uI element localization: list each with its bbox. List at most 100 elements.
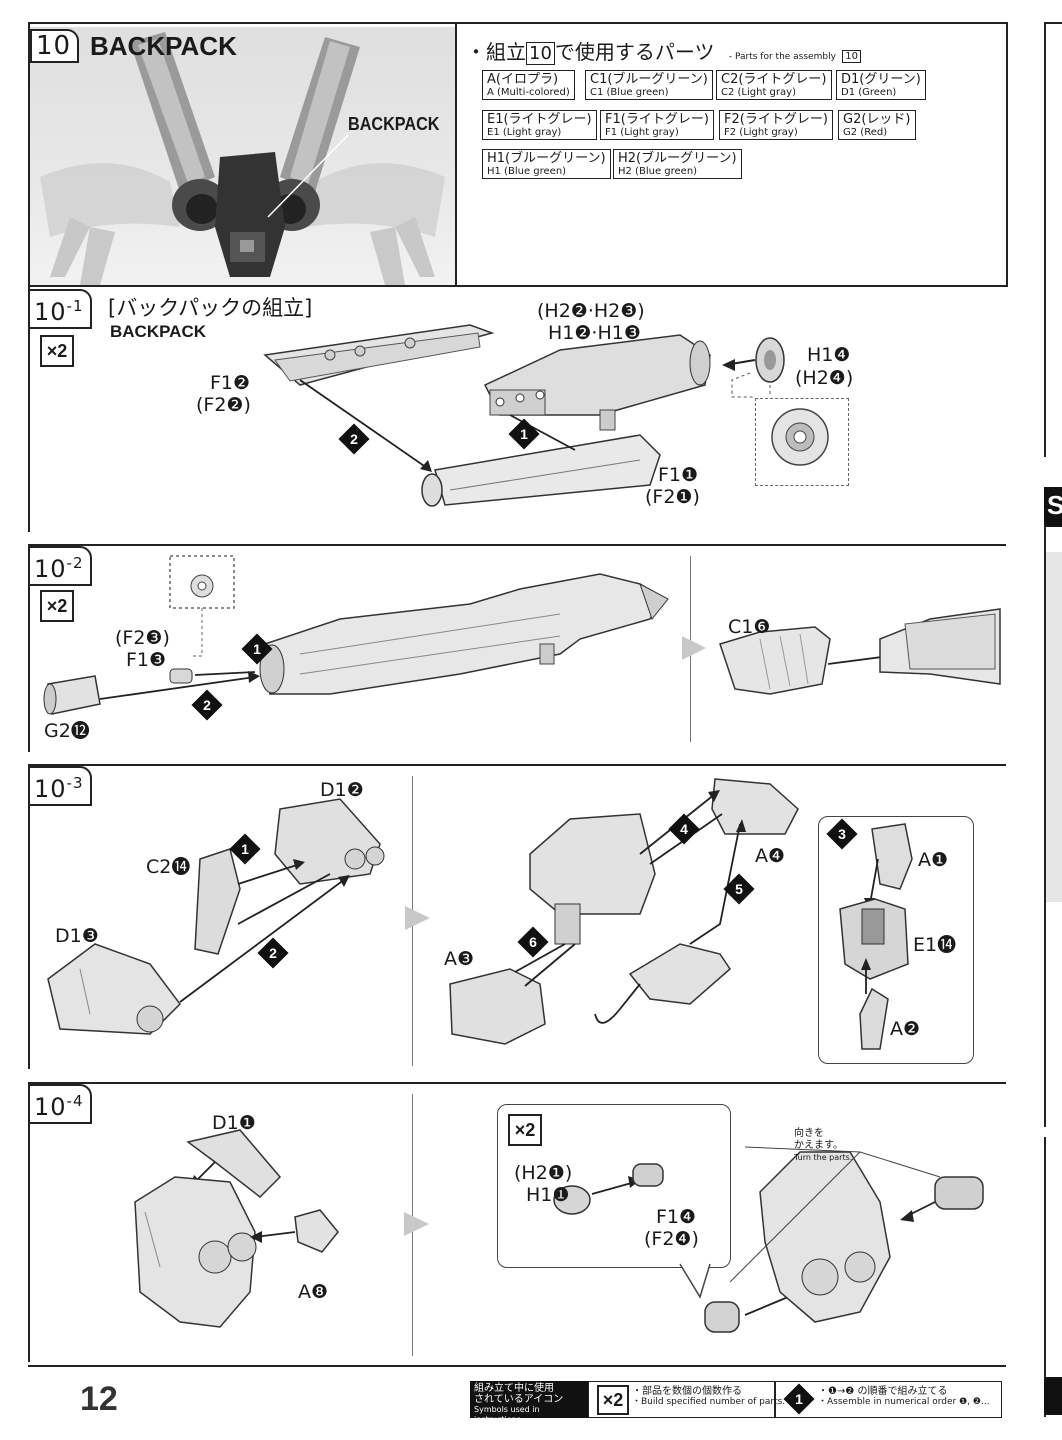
- symbol-multiplier-jp: ・部品を数個の個数作る: [632, 1386, 742, 1397]
- section-title: BACKPACK: [90, 31, 237, 61]
- label-d1-2: D1❷: [320, 779, 364, 801]
- label-a3: A❸: [444, 948, 475, 970]
- label-c1: C1❻: [728, 616, 771, 638]
- step-10-1-marker-2: 2: [338, 423, 370, 455]
- part-g2: G2(レッド)G2 (Red): [838, 110, 916, 140]
- label-f2-1: (F2❶): [645, 486, 700, 508]
- step-10-1-title-en: BACKPACK: [110, 322, 207, 341]
- parts-header-text-2: で使用するパーツ: [554, 40, 715, 64]
- label-a2: A❷: [890, 1018, 921, 1040]
- step-10-3-number: 10-3: [28, 766, 92, 806]
- step-10-4-diagram: [134, 1129, 984, 1333]
- part-f1: F1(ライトグレー)F1 (Light gray): [600, 110, 714, 140]
- step-10-3-marker-3: 3: [826, 818, 858, 850]
- parts-header-text-1: 組立: [486, 40, 526, 64]
- backpack-photo-illustration: [40, 32, 445, 285]
- label-h2-alt: (H2❷·H2❸): [537, 300, 645, 322]
- step-10-1-detail-box: [755, 398, 849, 486]
- photo-label: BACKPACK: [348, 114, 440, 134]
- symbol-order-icon: 1: [783, 1383, 815, 1415]
- symbol-order-jp: ・❶→❷ の順番で組み立てる: [818, 1386, 948, 1397]
- label-d1-1: D1❶: [212, 1112, 256, 1134]
- step-10-2-marker-1: 1: [241, 633, 273, 665]
- step-10-1-multiplier: ×2: [40, 335, 74, 367]
- step-10-1-diagram: [263, 324, 829, 507]
- symbol-order-en: ・Assemble in numerical order ❶, ❷...: [818, 1397, 990, 1407]
- step-10-3-top-border: [28, 764, 1006, 766]
- label-f1-3: F1❸: [126, 649, 167, 671]
- part-c1: C1(ブルーグリーン)C1 (Blue green): [585, 70, 713, 100]
- step-10-3-marker-4: 4: [668, 813, 700, 845]
- label-f2-2: (F2❷): [196, 394, 251, 416]
- step-10-3-diagram: [47, 778, 913, 1050]
- header-divider: [455, 22, 457, 287]
- step-10-2-marker-2: 2: [191, 689, 223, 721]
- page-number: 12: [80, 1380, 118, 1418]
- label-h1: H1❷·H1❸: [548, 322, 641, 344]
- step-10-2-diagram: [43, 555, 1001, 715]
- header-right-border: [1006, 22, 1008, 287]
- symbols-legend-title: 組み立て中に使用 されているアイコン Symbols used in instr…: [470, 1381, 588, 1424]
- backpack-photo: 10 BACKPACK BACKPACK: [30, 27, 455, 285]
- step-10-4-top-border: [28, 1082, 1006, 1084]
- symbol-multiplier-text: ・部品を数個の個数作る ・Build specified number of p…: [632, 1386, 785, 1408]
- step-10-1-number: 10-1: [28, 289, 92, 329]
- header-bottom-border: [28, 285, 1008, 287]
- step-10-4-multiplier: ×2: [508, 1114, 542, 1146]
- label-h1-4: H1❹: [807, 344, 851, 366]
- label-f1-2: F1❷: [210, 372, 251, 394]
- part-c2: C2(ライトグレー)C2 (Light gray): [716, 70, 832, 100]
- step-10-4-left-border: [28, 1082, 30, 1362]
- label-g2: G2⓬: [44, 720, 90, 742]
- step-10-3-marker-6: 6: [517, 926, 549, 958]
- label-f1-4: F1❹: [656, 1206, 697, 1228]
- symbol-multiplier-en: ・Build specified number of parts.: [632, 1397, 786, 1407]
- symbols-title-jp-2: されているアイコン: [474, 1394, 564, 1405]
- label-h1-1: H1❶: [526, 1184, 570, 1206]
- step-10-4-number: 10-4: [28, 1084, 92, 1124]
- bottom-border: [28, 1365, 1006, 1367]
- turn-note: 向きを かえます。 Turn the parts.: [794, 1128, 852, 1164]
- turn-note-en: Turn the parts.: [794, 1153, 853, 1162]
- adjacent-page-edge: S: [1040, 22, 1062, 1417]
- part-e1: E1(ライトグレー)E1 (Light gray): [482, 110, 597, 140]
- parts-header-en-ref: 10: [842, 50, 861, 63]
- step-10-2-multiplier: ×2: [40, 590, 74, 622]
- step-10-2-number: 10-2: [28, 546, 92, 586]
- parts-header-en: - Parts for the assembly: [728, 52, 836, 62]
- part-h2: H2(ブルーグリーン)H2 (Blue green): [613, 149, 742, 179]
- step-10-1-marker-1: 1: [508, 418, 540, 450]
- step-10-2-left-border: [28, 544, 30, 752]
- label-c2: C2⓮: [146, 856, 191, 878]
- step-10-3-subassembly-box: [818, 816, 974, 1064]
- parts-header-bullet: ・: [466, 40, 486, 64]
- step-10-3-marker-2: 2: [257, 937, 289, 969]
- label-f1-1: F1❶: [658, 464, 699, 486]
- step-10-4-callout-box: [497, 1104, 731, 1268]
- step-10-3-marker-5: 5: [723, 873, 755, 905]
- step-10-3-left-border: [28, 764, 30, 1069]
- symbols-title-jp-1: 組み立て中に使用: [474, 1383, 554, 1394]
- symbol-order-text: ・❶→❷ の順番で組み立てる ・Assemble in numerical or…: [818, 1386, 990, 1408]
- step-10-1-title: [バックパックの組立]: [108, 296, 313, 320]
- label-e1: E1⓮: [913, 934, 957, 956]
- part-a: A(イロプラ)A (Multi-colored): [482, 70, 575, 100]
- turn-note-jp-1: 向きを: [794, 1128, 824, 1139]
- step-10-3-marker-1: 1: [229, 833, 261, 865]
- label-f2-4: (F2❹): [644, 1228, 699, 1250]
- symbols-legend-box: [588, 1381, 1002, 1418]
- header-left-border: [28, 22, 30, 287]
- label-d1-3: D1❸: [55, 925, 99, 947]
- step-10-2-top-border: [28, 544, 1006, 546]
- symbols-legend-divider: [774, 1381, 776, 1418]
- label-a8: A❽: [298, 1281, 329, 1303]
- turn-note-jp-2: かえます。: [794, 1140, 843, 1151]
- label-h2-4: (H2❹): [795, 367, 854, 389]
- part-d1: D1(グリーン)D1 (Green): [836, 70, 926, 100]
- part-f2: F2(ライトグレー)F2 (Light gray): [719, 110, 833, 140]
- adjacent-page-letter: S: [1047, 490, 1062, 520]
- part-h1: H1(ブルーグリーン)H1 (Blue green): [482, 149, 611, 179]
- label-h2-1: (H2❶): [514, 1162, 573, 1184]
- step-10-1-left-border: [28, 287, 30, 532]
